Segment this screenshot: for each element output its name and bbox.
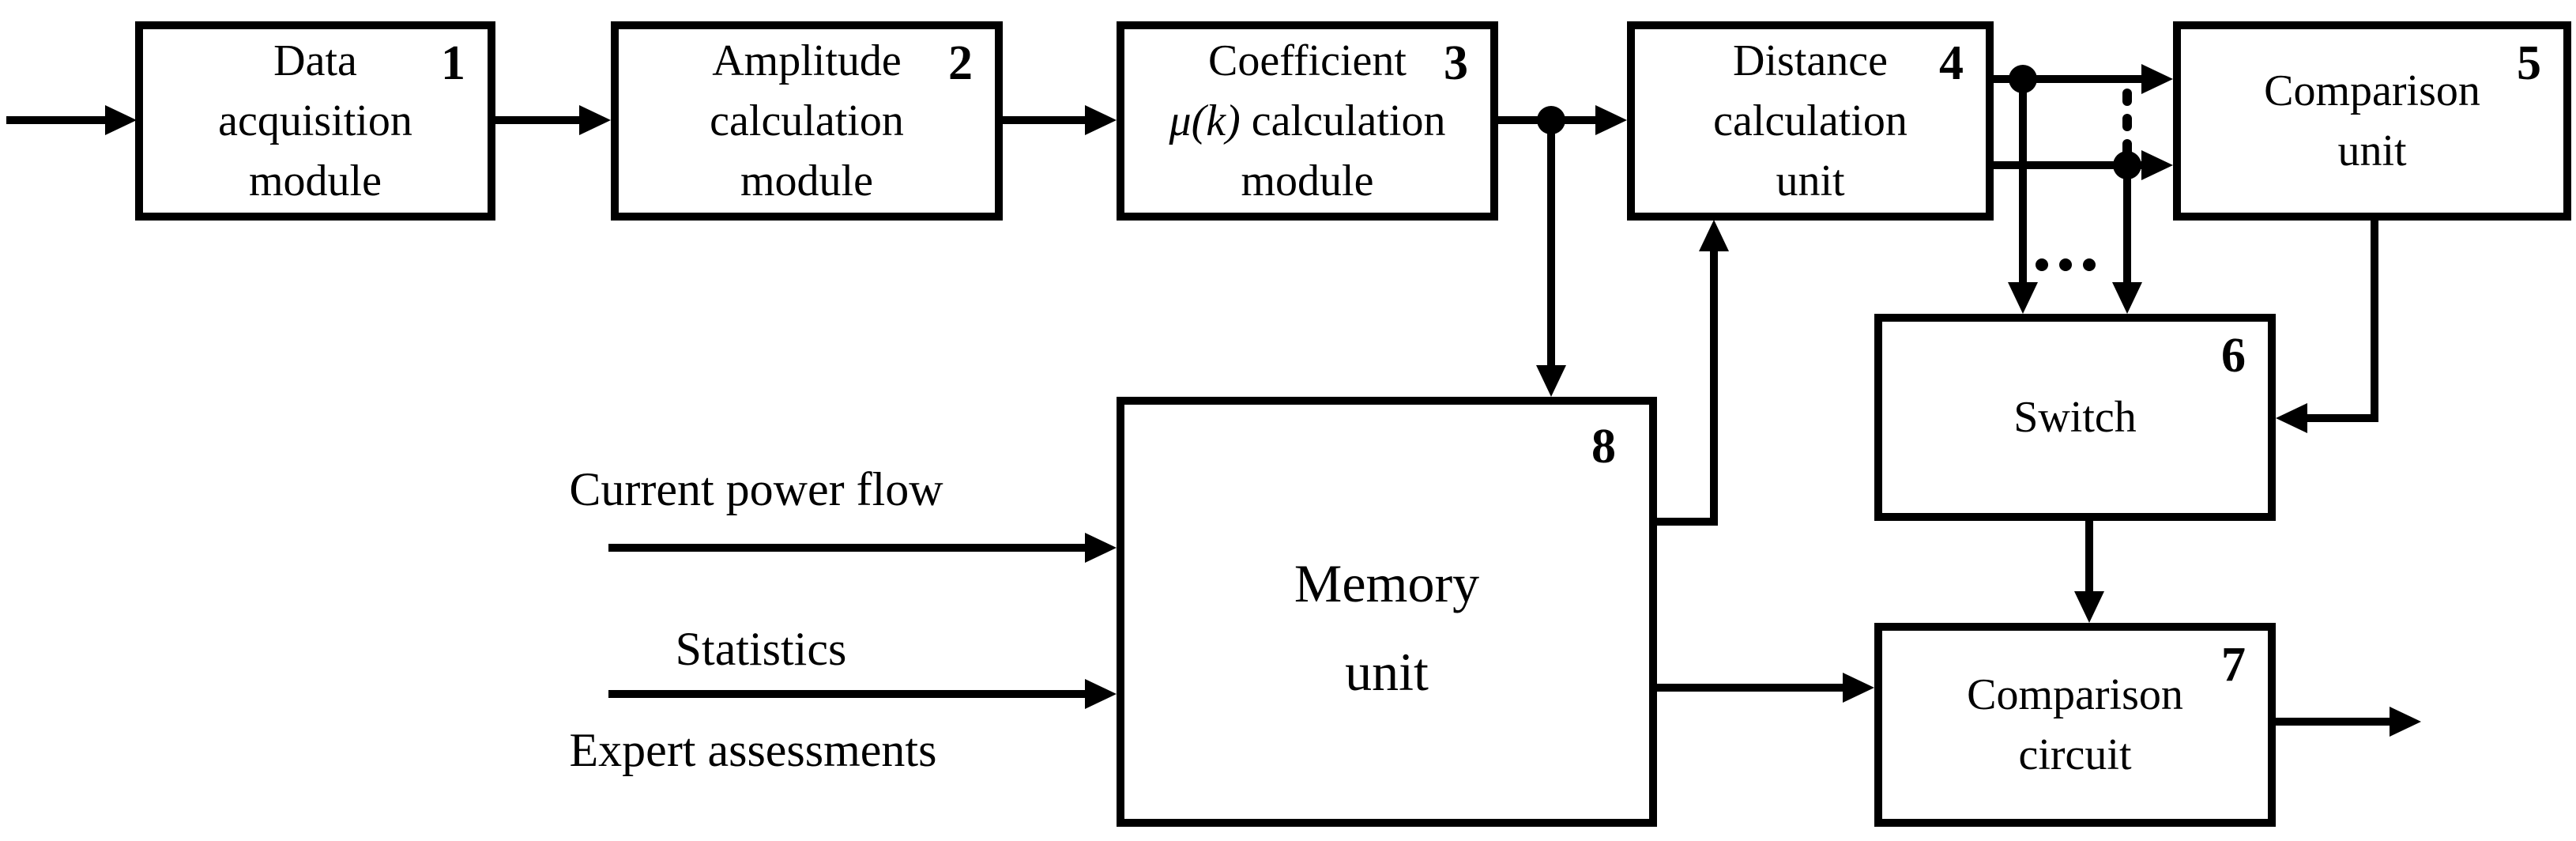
vertical-ellipsis-dash: [2122, 139, 2132, 157]
block-number-1: 1: [441, 36, 465, 90]
arrowhead-into-2: [579, 105, 611, 135]
arrowhead-into-7-top: [2074, 591, 2104, 623]
block-label-line: Distance: [1733, 36, 1888, 85]
arrowhead-into-5-bottom: [2141, 150, 2173, 180]
connector-8-to-4-horizontal: [1657, 518, 1718, 526]
vertical-ellipsis-dash: [2122, 89, 2132, 106]
arrowhead-into-1: [105, 105, 137, 135]
block-number-2: 2: [948, 36, 973, 90]
vertical-ellipsis-dash: [2122, 114, 2132, 131]
connector-current-power-flow-to-8: [608, 544, 1085, 552]
arrowhead-tap1-into-6: [2008, 282, 2038, 314]
arrowhead-into-5-top: [2141, 64, 2173, 94]
horizontal-ellipsis-dot: [2083, 258, 2096, 271]
block-label-line: module: [740, 157, 873, 206]
block-label-line: module: [1241, 157, 1374, 206]
connector-6-to-7: [2085, 520, 2093, 594]
arrowhead-input1-into-8: [1085, 533, 1117, 563]
block-number-3: 3: [1444, 36, 1468, 90]
block-label-line: μ(k) calculation: [1169, 96, 1446, 145]
label-expert-assessments: Expert assessments: [569, 724, 937, 776]
connector-3-to-8: [1547, 120, 1555, 368]
block-comparison-circuit: 7 Comparison circuit: [1874, 623, 2276, 827]
arrowhead-into-8-top: [1536, 365, 1566, 397]
block-label-line: Amplitude: [712, 36, 902, 85]
block-distance-calculation-unit: 4 Distance calculation unit: [1627, 21, 1994, 221]
connector-4-to-5-top: [1994, 75, 2143, 83]
block-label-line: Memory: [1294, 553, 1480, 613]
connector-4-to-5-bottom: [1994, 161, 2143, 169]
block-label-line: Switch: [2013, 393, 2137, 442]
block-label-line: Data: [273, 36, 357, 85]
arrowhead-into-7-left: [1843, 673, 1874, 703]
arrowhead-into-4-bottom: [1699, 220, 1729, 251]
block-label-line: Coefficient: [1208, 36, 1407, 85]
arrowhead-into-3: [1085, 105, 1117, 135]
block-label-line: Comparison: [2264, 66, 2480, 115]
mu-k-symbol: μ(k): [1169, 96, 1241, 145]
block-number-4: 4: [1939, 36, 1964, 90]
block-data-acquisition-module: 1 Data acquisition module: [135, 21, 495, 221]
horizontal-ellipsis-dot: [2059, 258, 2072, 271]
label-statistics: Statistics: [675, 623, 847, 675]
connector-input-to-1: [6, 116, 107, 124]
arrowhead-input2-into-8: [1085, 679, 1117, 709]
block-number-5: 5: [2517, 36, 2541, 90]
block-label-line: unit: [2337, 126, 2407, 175]
block-label-line: acquisition: [218, 96, 412, 145]
connector-2-to-3: [1003, 116, 1087, 124]
connector-5-down: [2371, 220, 2378, 422]
connector-7-to-output: [2276, 718, 2390, 726]
connector-5-to-6: [2307, 414, 2378, 422]
arrowhead-into-4: [1595, 105, 1627, 135]
connector-8-to-7: [1657, 684, 1843, 692]
block-number-6: 6: [2221, 329, 2246, 383]
block-label-line: unit: [1345, 642, 1429, 702]
horizontal-ellipsis-dot: [2036, 258, 2048, 271]
block-label-line: circuit: [2018, 730, 2132, 779]
block-label-line: unit: [1776, 157, 1845, 206]
connector-tap2-to-6: [2123, 165, 2131, 285]
arrowhead-tap2-into-6: [2112, 282, 2142, 314]
arrowhead-into-6-right: [2276, 403, 2307, 433]
label-current-power-flow: Current power flow: [569, 463, 943, 515]
connector-tap1-to-6: [2019, 79, 2027, 285]
block-amplitude-calculation-module: 2 Amplitude calculation module: [611, 21, 1003, 221]
block-number-7: 7: [2221, 638, 2246, 692]
block-coefficient-calculation-module: 3 Coefficient μ(k) calculation module: [1117, 21, 1498, 221]
block-number-8: 8: [1591, 420, 1616, 473]
arrowhead-output: [2390, 707, 2421, 737]
connector-1-to-2: [495, 116, 581, 124]
block-label-line: Comparison: [1967, 670, 2183, 719]
block-label-line: calculation: [710, 96, 904, 145]
block-comparison-unit: 5 Comparison unit: [2173, 21, 2571, 221]
block-label-line: module: [249, 157, 382, 206]
block-label-line: calculation: [1713, 96, 1908, 145]
connector-statistics-to-8: [608, 690, 1085, 698]
block-memory-unit: 8 Memory unit: [1117, 397, 1657, 827]
block-switch: 6 Switch: [1874, 314, 2276, 521]
connector-8-to-4-vertical: [1710, 248, 1718, 526]
